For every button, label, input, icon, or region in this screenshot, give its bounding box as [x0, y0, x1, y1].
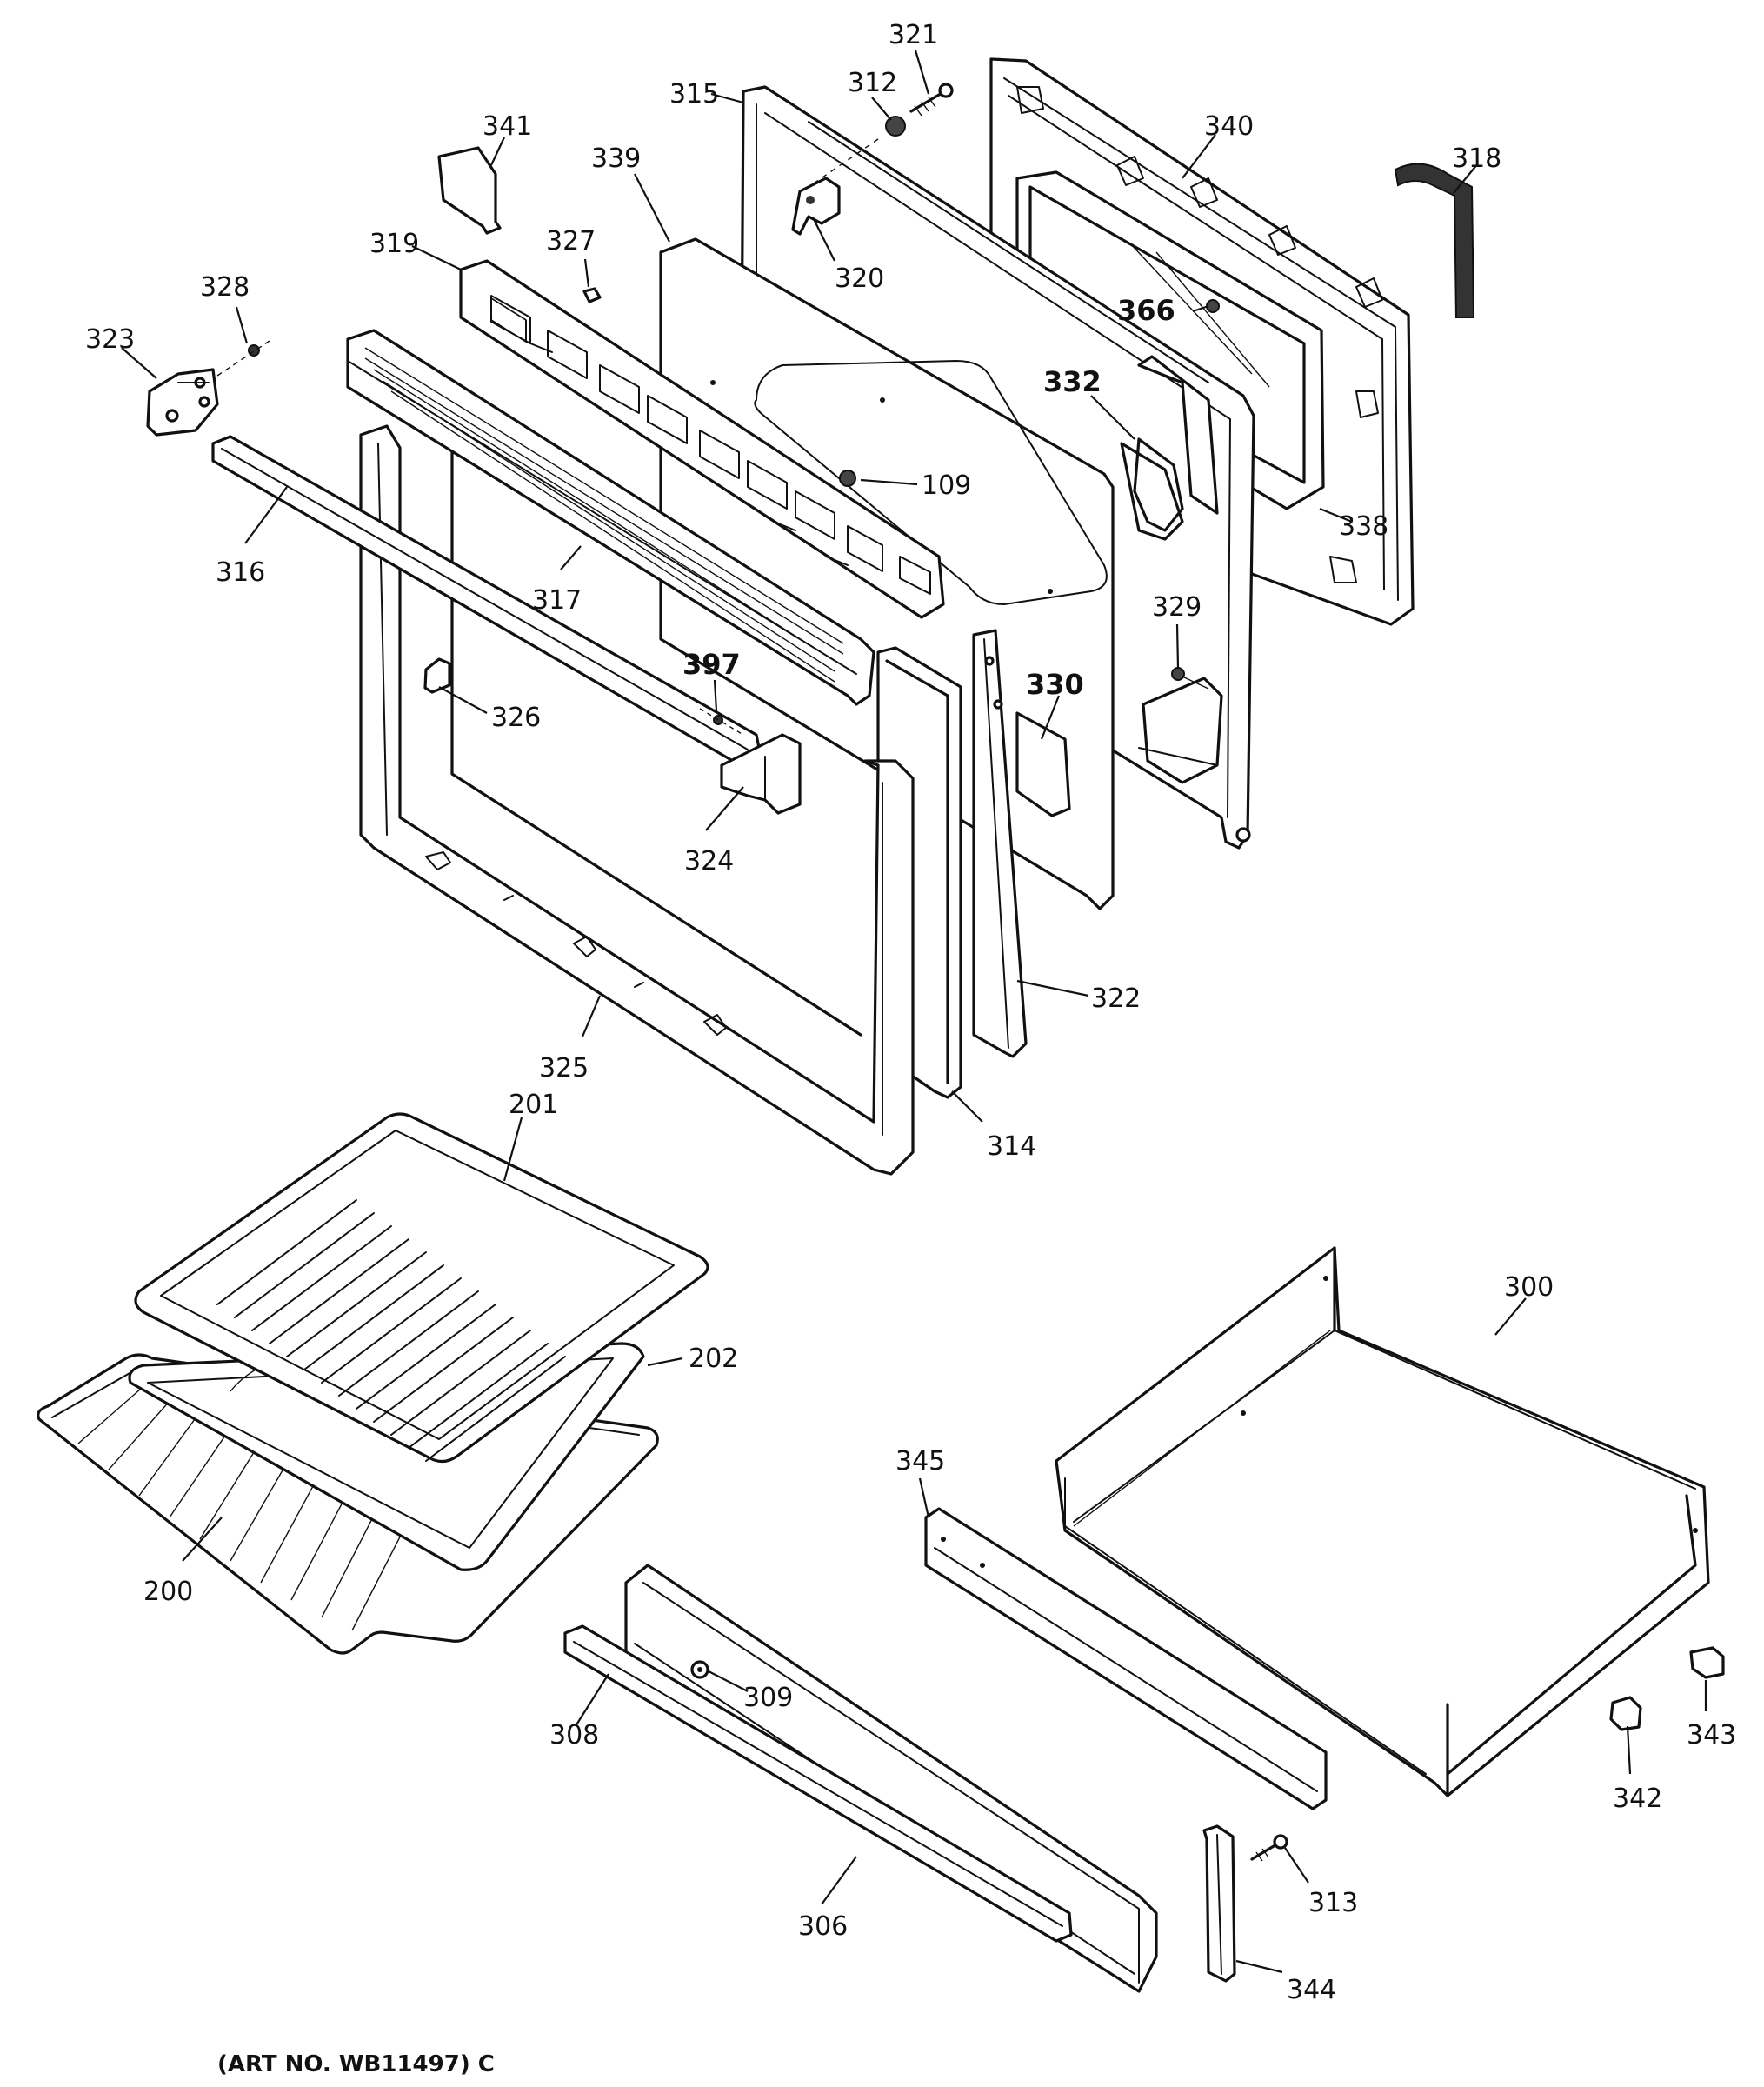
part-label: 323 — [85, 324, 135, 355]
drawer-handle — [563, 1624, 1073, 1943]
part-label: 316 — [216, 557, 265, 588]
part-label: 332 — [1043, 365, 1102, 398]
part-label: 317 — [532, 585, 582, 616]
nut-109 — [839, 470, 856, 487]
part-label: 338 — [1339, 511, 1388, 542]
door-vent-trim — [346, 329, 875, 706]
clip-343 — [1689, 1646, 1725, 1679]
part-label: 328 — [200, 272, 250, 303]
part-label: 308 — [549, 1720, 599, 1750]
storage-drawer — [1055, 1246, 1710, 1797]
bracket-320 — [791, 177, 841, 236]
screw-366 — [1206, 299, 1220, 313]
nut-312 — [808, 116, 906, 188]
part-label: 200 — [143, 1577, 193, 1607]
part-label: 366 — [1117, 294, 1175, 327]
broiler-grid — [134, 1112, 709, 1464]
clip-327 — [582, 287, 602, 303]
screw-397 — [699, 708, 744, 736]
door-front-frame — [359, 424, 915, 1176]
part-label: 330 — [1026, 668, 1084, 701]
part-label: 397 — [682, 648, 741, 681]
part-label: 326 — [491, 703, 541, 733]
screw-313 — [1250, 1834, 1288, 1862]
door-insulation — [1015, 711, 1071, 817]
part-label: 343 — [1687, 1720, 1736, 1750]
bracket-324 — [720, 733, 802, 815]
part-label: 322 — [1091, 983, 1141, 1014]
part-label: 313 — [1308, 1888, 1358, 1918]
part-label: 300 — [1504, 1272, 1554, 1303]
part-label: 321 — [889, 20, 938, 50]
part-label: 344 — [1287, 1975, 1336, 2005]
part-label: 342 — [1613, 1784, 1662, 1814]
bracket-341 — [437, 146, 502, 235]
art-number-caption: (ART NO. WB11497) C — [217, 2051, 495, 2077]
part-label: 201 — [509, 1090, 558, 1120]
clip-342 — [1609, 1696, 1642, 1731]
part-label: 341 — [483, 111, 532, 142]
part-labels: 321 312 315 340 318 341 339 327 319 320 … — [85, 20, 1736, 2005]
door-hinge — [146, 368, 219, 437]
part-label: 339 — [591, 143, 641, 174]
leader-lines — [121, 50, 1707, 1974]
door-vent-baffle — [459, 259, 945, 619]
screw-328 — [216, 340, 270, 377]
screw-321 — [909, 83, 954, 117]
part-label: 314 — [987, 1131, 1036, 1162]
part-label: 324 — [684, 846, 734, 877]
part-label: 315 — [669, 79, 719, 110]
part-label: 329 — [1152, 592, 1202, 623]
part-label: 202 — [689, 1344, 738, 1374]
part-label: 340 — [1204, 111, 1254, 142]
drawer-rail — [924, 1507, 1328, 1810]
part-label: 327 — [546, 226, 596, 257]
door-side-channel-right — [972, 629, 1028, 1058]
part-label: 318 — [1452, 143, 1501, 174]
part-label: 312 — [848, 68, 897, 98]
part-label: 345 — [895, 1446, 945, 1477]
part-label: 320 — [835, 263, 884, 294]
drawer-side-bracket — [1202, 1824, 1236, 1983]
clip-326 — [423, 657, 488, 714]
part-label: 325 — [539, 1053, 589, 1084]
part-label: 309 — [743, 1683, 793, 1713]
part-label: 319 — [369, 229, 419, 259]
part-label: 109 — [922, 470, 971, 501]
door-gasket — [1394, 163, 1475, 318]
part-label: 306 — [798, 1911, 848, 1942]
